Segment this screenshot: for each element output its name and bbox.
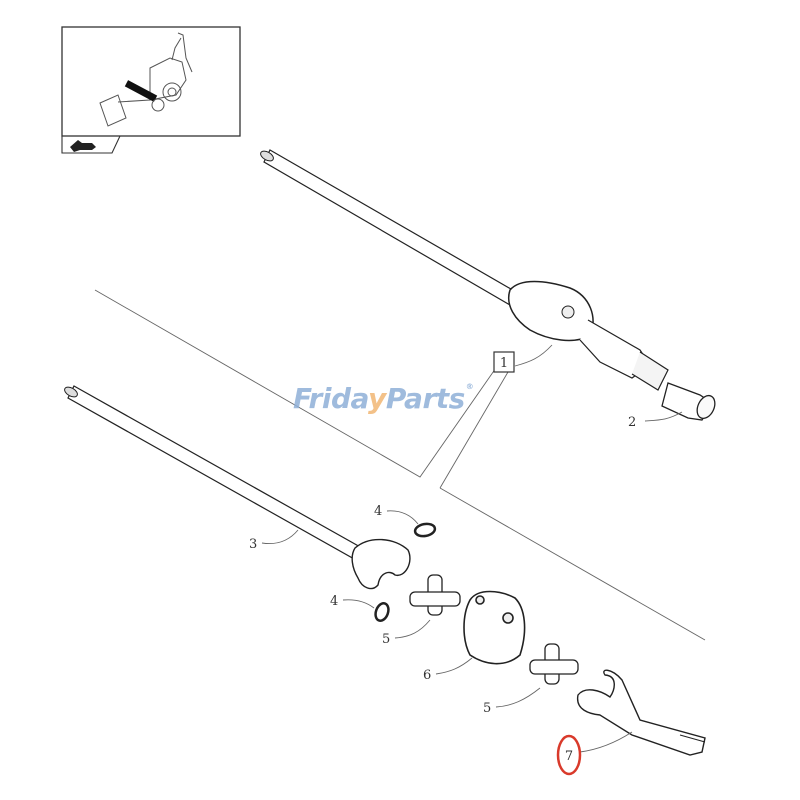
cap-part[interactable] bbox=[661, 382, 718, 421]
seal-ring-lower[interactable] bbox=[373, 601, 390, 622]
backhoe-loader-icon bbox=[99, 32, 193, 127]
u-joint-cross-left[interactable] bbox=[409, 574, 461, 616]
callout-5-right[interactable]: 5 bbox=[483, 701, 491, 716]
callout-leaders bbox=[261, 344, 683, 753]
watermark-logo: FridayParts® bbox=[293, 382, 474, 415]
callout-6[interactable]: 6 bbox=[423, 668, 431, 683]
svg-text:7: 7 bbox=[565, 749, 573, 764]
callout-3[interactable]: 3 bbox=[249, 537, 257, 552]
highlight-ring bbox=[556, 734, 582, 776]
seal-ring-upper[interactable] bbox=[413, 522, 437, 538]
upper-axle-shaft[interactable] bbox=[259, 149, 669, 391]
callout-2[interactable]: 2 bbox=[628, 415, 636, 430]
callout-1[interactable]: 1 bbox=[493, 351, 515, 373]
locator-thumbnail[interactable] bbox=[61, 26, 241, 154]
svg-text:1: 1 bbox=[500, 356, 508, 371]
callout-4-lower[interactable]: 4 bbox=[330, 594, 338, 609]
callout-4-upper[interactable]: 4 bbox=[374, 504, 382, 519]
outer-yoke-shaft-part[interactable] bbox=[576, 669, 706, 756]
assembly-frame-lines bbox=[94, 289, 706, 641]
double-yoke-housing[interactable] bbox=[463, 590, 526, 665]
callout-7[interactable]: 7 bbox=[556, 734, 582, 776]
callout-5-left[interactable]: 5 bbox=[382, 632, 390, 647]
arrow-icon bbox=[70, 140, 96, 152]
inner-shaft-part[interactable] bbox=[63, 385, 411, 590]
u-joint-cross-right[interactable] bbox=[529, 643, 579, 685]
